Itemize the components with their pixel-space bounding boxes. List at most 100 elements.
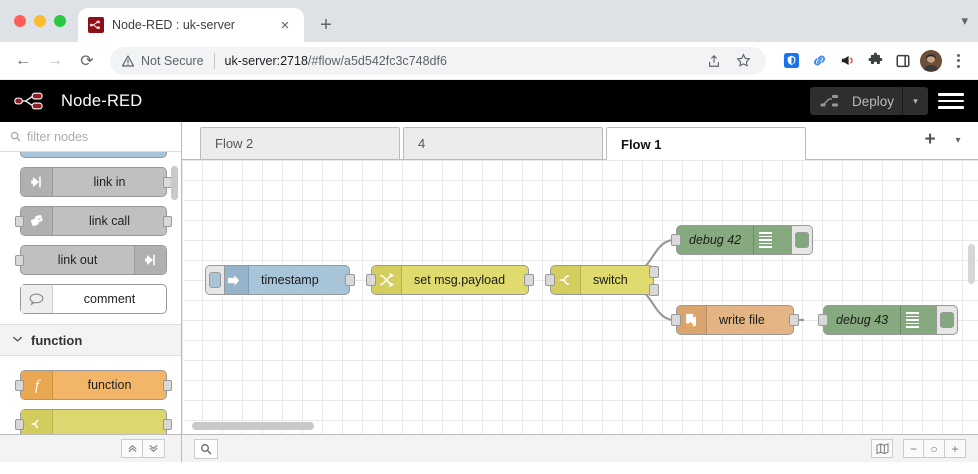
input-port[interactable] xyxy=(15,380,24,391)
puzzle-extension-icon[interactable] xyxy=(862,48,888,74)
flow-node-debug-42[interactable]: debug 42 xyxy=(671,225,813,255)
debug-toggle-button[interactable] xyxy=(936,305,958,335)
input-port[interactable] xyxy=(671,234,681,246)
omnibox-divider xyxy=(213,52,215,69)
zoom-out-button[interactable]: − xyxy=(903,439,924,458)
input-port[interactable] xyxy=(366,274,376,286)
input-port[interactable] xyxy=(545,274,555,286)
palette-node-clipped-top[interactable] xyxy=(20,152,167,158)
browser-tabstrip: Node-RED : uk-server × + ▾ xyxy=(0,0,978,42)
megaphone-extension-icon[interactable] xyxy=(834,48,860,74)
flow-node-label: timestamp xyxy=(261,273,319,287)
palette-category-function[interactable]: function xyxy=(0,324,181,356)
forward-button[interactable]: → xyxy=(47,51,63,69)
input-port[interactable] xyxy=(15,419,24,430)
palette-node-clipped-bottom[interactable] xyxy=(15,409,172,434)
zoom-in-button[interactable]: + xyxy=(945,439,966,458)
search-flows-button[interactable] xyxy=(194,438,218,459)
output-port-1[interactable] xyxy=(649,266,659,278)
link-in-icon xyxy=(21,168,53,196)
deploy-icon xyxy=(820,93,844,109)
address-bar[interactable]: Not Secure uk-server:2718/#flow/a5d542fc… xyxy=(110,46,766,75)
palette-node-comment[interactable]: comment xyxy=(20,284,167,314)
flow-canvas[interactable]: timestamp set msg.payload xyxy=(182,160,978,434)
zoom-reset-button[interactable]: ○ xyxy=(924,439,945,458)
expand-all-button[interactable] xyxy=(143,439,165,458)
chevron-down-icon xyxy=(12,335,23,346)
link-out-icon xyxy=(134,246,166,274)
close-tab-button[interactable]: × xyxy=(280,16,290,34)
shield-extension-icon[interactable] xyxy=(778,48,804,74)
node-palette: filter nodes link in xyxy=(0,122,182,434)
flow-list-chevron-down-icon[interactable]: ▾ xyxy=(955,134,961,146)
flow-tab-flow-1[interactable]: Flow 1 xyxy=(606,127,806,160)
output-port[interactable] xyxy=(163,380,172,391)
browser-tab[interactable]: Node-RED : uk-server × xyxy=(78,8,304,42)
minimize-window-button[interactable] xyxy=(34,15,46,27)
palette-category-label: function xyxy=(31,332,83,348)
flow-tab-4[interactable]: 4 xyxy=(403,127,603,159)
flow-node-label: debug 43 xyxy=(836,313,889,327)
nodered-main: filter nodes link in xyxy=(0,122,978,434)
bookmark-star-icon[interactable] xyxy=(732,50,754,72)
output-port[interactable] xyxy=(163,419,172,430)
palette-node-link-in[interactable]: link in xyxy=(20,167,172,197)
extension-icons xyxy=(774,48,970,74)
share-icon[interactable] xyxy=(703,50,725,72)
debug-toggle-button[interactable] xyxy=(791,225,813,255)
switch-branch-icon xyxy=(551,266,581,294)
avatar[interactable] xyxy=(918,48,944,74)
input-port[interactable] xyxy=(671,314,681,326)
svg-text:f: f xyxy=(34,378,40,393)
inject-trigger-button[interactable] xyxy=(205,265,225,295)
output-port[interactable] xyxy=(524,274,534,286)
nodered-favicon xyxy=(88,17,104,33)
avatar-image xyxy=(920,49,942,72)
new-tab-button[interactable]: + xyxy=(320,13,332,36)
reload-button[interactable]: ⟳ xyxy=(80,52,94,70)
flow-tab-bar: Flow 2 4 Flow 1 + ▾ xyxy=(182,122,978,160)
output-port[interactable] xyxy=(345,274,355,286)
flow-node-inject-timestamp[interactable]: timestamp xyxy=(205,265,355,295)
zoom-controls: − ○ + xyxy=(903,439,966,458)
input-port[interactable] xyxy=(818,314,828,326)
filter-nodes-input[interactable]: filter nodes xyxy=(0,122,181,152)
palette-vertical-scrollbar[interactable] xyxy=(171,166,178,200)
flow-node-label: debug 42 xyxy=(689,233,742,247)
palette-node-link-call[interactable]: link call xyxy=(15,206,172,236)
not-secure-warning-icon xyxy=(122,54,134,67)
palette-node-link-out[interactable]: link out xyxy=(15,245,167,275)
collapse-all-button[interactable] xyxy=(121,439,143,458)
output-port[interactable] xyxy=(789,314,799,326)
side-panel-icon[interactable] xyxy=(890,48,916,74)
input-port[interactable] xyxy=(15,255,24,266)
output-port-2[interactable] xyxy=(649,284,659,296)
url-path: /#flow/a5d542fc3c748df6 xyxy=(307,53,447,68)
flow-node-change-set-msg-payload[interactable]: set msg.payload xyxy=(366,265,534,295)
not-secure-label: Not Secure xyxy=(141,53,204,68)
browser-menu-kebab[interactable] xyxy=(946,48,970,74)
close-window-button[interactable] xyxy=(14,15,26,27)
hamburger-menu-icon[interactable] xyxy=(938,88,964,114)
output-port[interactable] xyxy=(163,216,172,227)
palette-node-function[interactable]: f function xyxy=(15,370,172,400)
flow-node-write-file[interactable]: write file xyxy=(671,305,799,335)
canvas-vertical-scrollbar[interactable] xyxy=(968,244,975,284)
flow-node-debug-43[interactable]: debug 43 xyxy=(818,305,958,335)
add-flow-button[interactable]: + xyxy=(924,129,936,150)
deploy-chevron-down-icon[interactable]: ▾ xyxy=(902,87,928,115)
input-port[interactable] xyxy=(15,216,24,227)
canvas-footer-controls: − ○ + xyxy=(871,439,978,458)
canvas-horizontal-scrollbar[interactable] xyxy=(192,422,314,430)
flow-tab-flow-2[interactable]: Flow 2 xyxy=(200,127,400,159)
window-traffic-lights xyxy=(14,0,78,42)
back-button[interactable]: ← xyxy=(15,51,31,69)
deploy-button[interactable]: Deploy ▾ xyxy=(809,87,928,115)
navigator-map-icon[interactable] xyxy=(871,439,893,458)
palette-node-label: comment xyxy=(83,292,136,306)
tab-search-chevron-down-icon[interactable]: ▾ xyxy=(961,13,968,28)
flow-node-switch[interactable]: switch xyxy=(545,265,659,296)
maximize-window-button[interactable] xyxy=(54,15,66,27)
link-extension-icon[interactable] xyxy=(806,48,832,74)
